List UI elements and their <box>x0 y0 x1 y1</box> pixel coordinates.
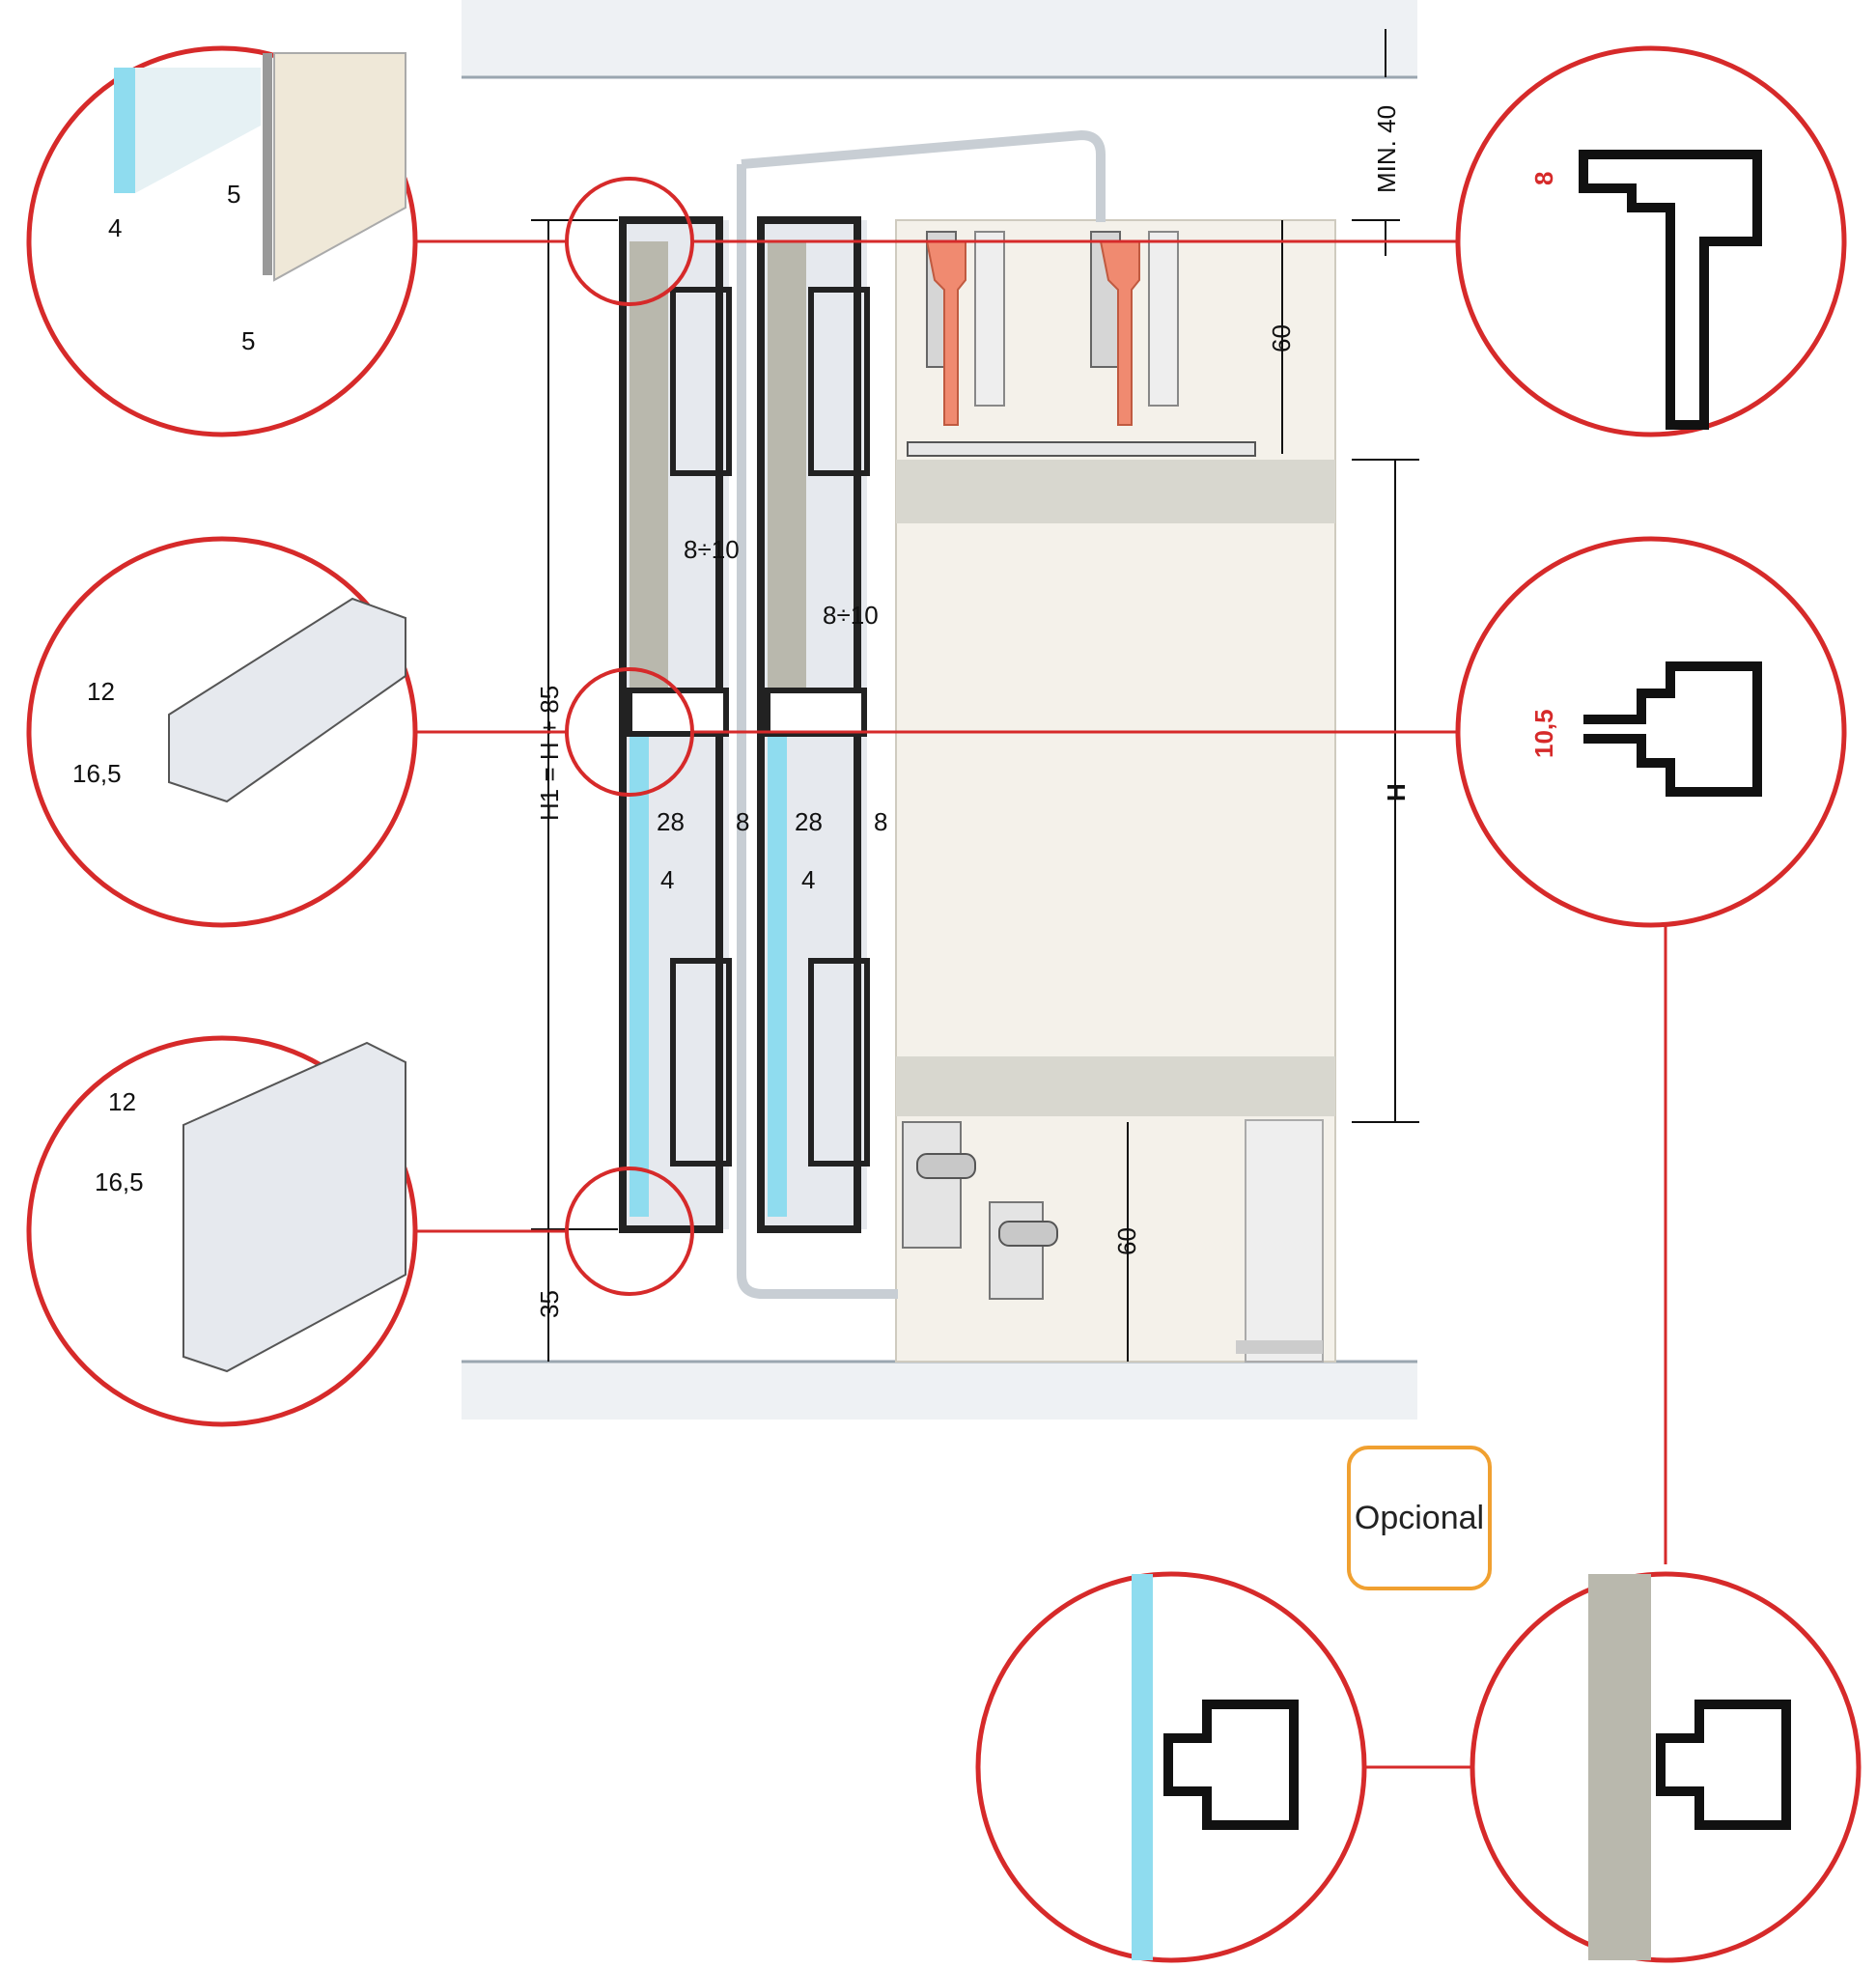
dim-8-left: 8 <box>736 807 749 836</box>
optional-badge: Opcional <box>1347 1446 1492 1590</box>
top-track <box>907 231 1256 457</box>
callout-bl-d165: 16,5 <box>95 1167 144 1196</box>
dim-gap-left: 8÷10 <box>684 535 740 564</box>
leader-lines <box>415 239 1667 1769</box>
dim-35: 35 <box>535 1290 564 1318</box>
floor <box>462 1362 1417 1420</box>
dim-min40: MIN. 40 <box>1372 105 1401 193</box>
callout-tl-d5a: 5 <box>227 180 240 209</box>
door-leaf-2 <box>757 216 870 1233</box>
callout-top-right: 8 <box>1455 45 1847 437</box>
callout-tl-d5b: 5 <box>241 326 255 355</box>
callout-mid-right: 10,5 <box>1455 536 1847 928</box>
dim-gap-right: 8÷10 <box>823 601 879 630</box>
callout-ml-d165: 16,5 <box>72 759 122 788</box>
callout-tl-d4: 4 <box>108 213 122 242</box>
door-return-outline <box>741 129 1106 222</box>
ceiling <box>462 0 1417 77</box>
dim-4-left: 4 <box>660 865 674 894</box>
bottom-guide <box>902 1119 1324 1363</box>
callout-bottom-panel <box>1470 1571 1862 1963</box>
callout-top-left: 4 5 5 <box>26 45 418 437</box>
dim-60-top: 60 <box>1267 324 1296 352</box>
callout-mr-d105: 10,5 <box>1529 709 1558 758</box>
dim-60-bottom: 60 <box>1112 1227 1141 1255</box>
dim-h1: H1 = H + 85 <box>535 686 564 821</box>
callout-bottom-glass <box>975 1571 1367 1963</box>
callout-ml-d12: 12 <box>87 677 115 706</box>
door-leaf-1 <box>619 216 732 1233</box>
dim-h: H <box>1382 783 1411 801</box>
callout-tr-d8: 8 <box>1529 172 1558 185</box>
callout-mid-left: 12 16,5 <box>26 536 418 928</box>
dim-28-left: 28 <box>657 807 685 836</box>
callout-bl-d12: 12 <box>108 1087 136 1116</box>
dim-28-right: 28 <box>795 807 823 836</box>
dimension-lines <box>531 29 1419 1362</box>
callout-bot-left: 12 16,5 <box>26 1035 418 1427</box>
dim-8-right: 8 <box>874 807 887 836</box>
dim-4-right: 4 <box>801 865 815 894</box>
